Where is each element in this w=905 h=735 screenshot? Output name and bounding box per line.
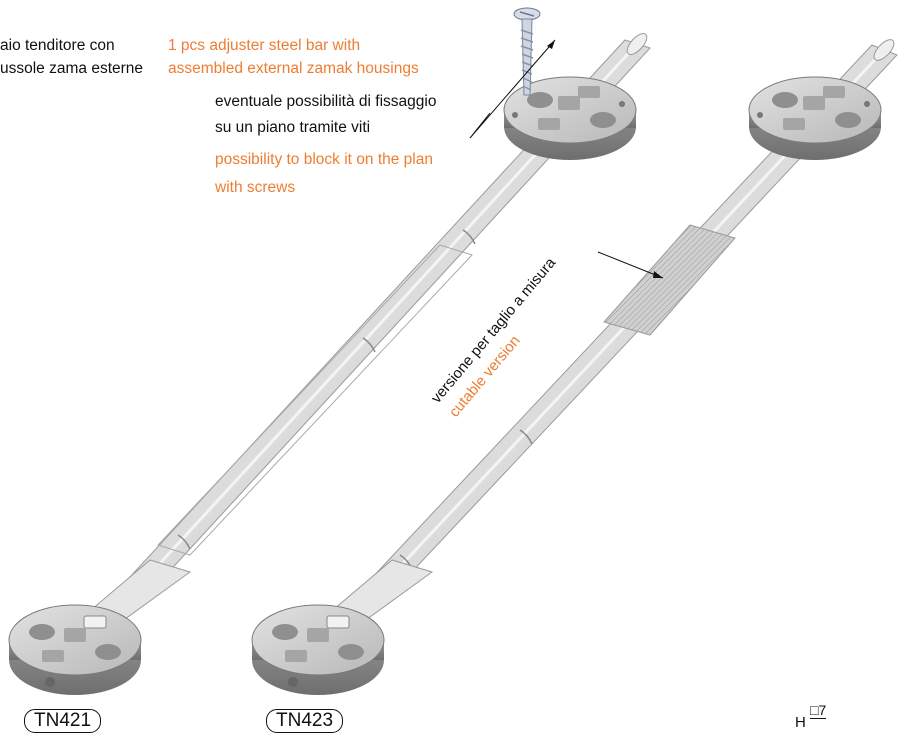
housing-top-left (503, 76, 637, 160)
section-mark-symbol: H (795, 714, 806, 731)
screw-note-italian-line1: eventuale possibilità di fissaggio (215, 93, 437, 110)
housing-bottom-right (251, 604, 385, 695)
screw-note-english-line2: with screws (215, 179, 296, 196)
housing-top-right (748, 76, 882, 160)
housing-bottom-left (8, 604, 142, 695)
header-italian-line1: aio tenditore con (0, 37, 115, 54)
leader-cut (597, 251, 664, 279)
leader-screw (469, 39, 556, 139)
screw (513, 7, 541, 96)
header-english-line2: assembled external zamak housings (168, 60, 419, 77)
product-code-tn423: TN423 (266, 709, 344, 733)
section-mark-label: □7 (810, 702, 827, 719)
screw-note-italian-line2: su un piano tramite viti (215, 119, 371, 136)
header-english-line1: 1 pcs adjuster steel bar with (168, 37, 361, 54)
product-code-tn421: TN421 (24, 709, 102, 733)
header-italian-line2: ussole zama esterne (0, 60, 144, 77)
screw-note-english-line1: possibility to block it on the plan (215, 151, 433, 168)
